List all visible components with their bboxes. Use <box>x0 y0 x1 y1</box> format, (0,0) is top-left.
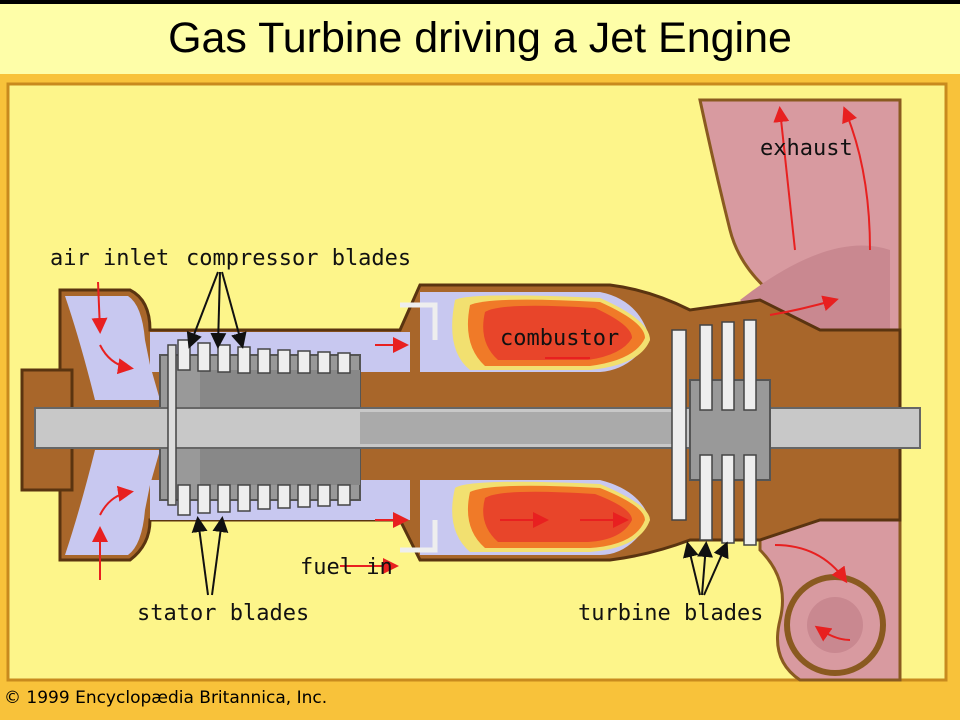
diagram-title: Gas Turbine driving a Jet Engine <box>168 14 792 62</box>
fuel-nozzles <box>400 302 438 553</box>
stator-blades <box>167 344 177 506</box>
compressor-blades-top <box>177 339 351 374</box>
flow-arrows <box>91 106 871 642</box>
label-compressor-blades: compressor blades <box>186 246 412 271</box>
label-turbine-blades: turbine blades <box>578 601 764 626</box>
label-exhaust: exhaust <box>760 136 853 161</box>
copyright-notice: © 1999 Encyclopædia Britannica, Inc. <box>4 688 328 708</box>
title-bar: Gas Turbine driving a Jet Engine <box>0 0 960 74</box>
label-fuel-in: fuel in <box>300 555 393 580</box>
label-stator-blades: stator blades <box>137 601 310 626</box>
combustor-chambers <box>420 292 650 555</box>
compressor-blades-bottom <box>177 484 351 516</box>
label-combustor: combustor <box>500 326 620 351</box>
leader-lines <box>186 271 729 596</box>
turbine-blades <box>671 319 757 546</box>
label-air-inlet: air inlet <box>50 246 170 271</box>
